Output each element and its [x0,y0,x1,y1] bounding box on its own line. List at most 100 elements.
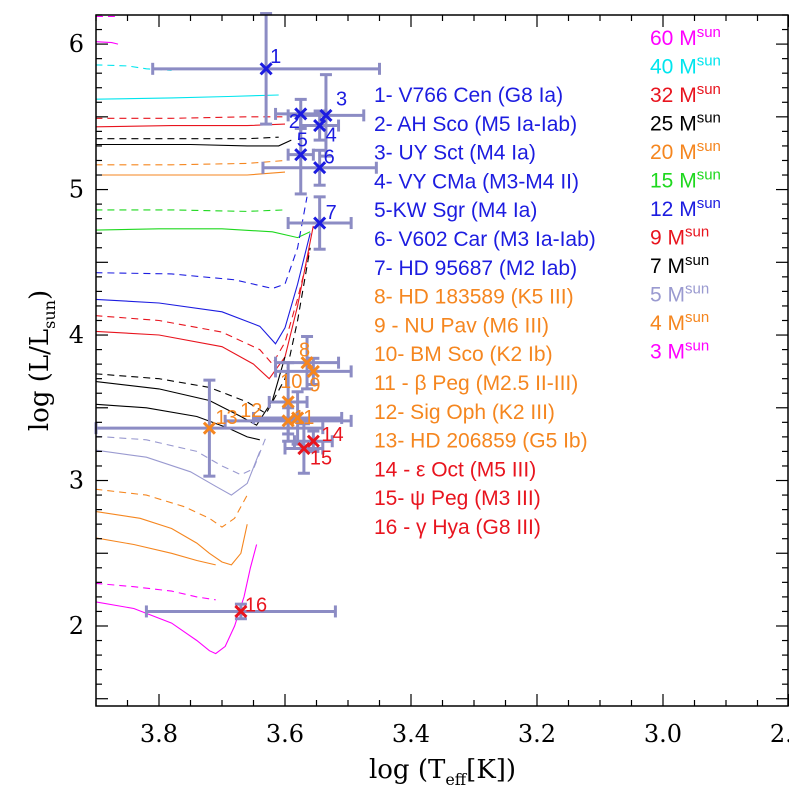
mass-legend-sub: sun [697,81,721,98]
marker-star-13 [202,421,216,435]
mass-legend-value: 4 M [650,312,685,335]
track-4msun [96,537,216,566]
marker-star-11 [291,411,305,425]
mass-legend-sub: sun [697,53,721,70]
point-label-star-12: 12 [240,400,262,422]
point-label-star-9: 9 [309,374,320,396]
x-tick-label: 3.8 [140,720,178,748]
point-label-star-5: 5 [297,130,308,152]
evolutionary-tracks [96,15,314,655]
track-5msun [96,449,261,496]
y-tick-label: 2 [69,612,84,640]
mass-legend-sub: sun [685,224,709,241]
track-4msun [96,510,248,566]
point-label-star-7: 7 [326,202,337,224]
mass-legend-value: 3 M [650,341,685,364]
mass-legend-value: 32 M [650,84,697,107]
marker-star-1 [259,62,273,76]
marker-star-8 [300,356,314,370]
mass-legend-item: 32 Msun [650,81,721,107]
mass-legend-value: 12 M [650,198,697,221]
marker-star-5 [294,148,308,162]
marker-star-10 [281,395,295,409]
marker-star-7 [313,216,327,230]
point-label-star-15: 15 [310,448,332,470]
point-label-star-3: 3 [336,88,347,110]
star-list-item-16: 16 - γ Hya (G8 III) [374,516,541,539]
star-list-item-4: 4- VY CMa (M3-M4 II) [374,170,579,193]
mass-legend-value: 40 M [650,56,697,79]
mass-legend-sub: sun [685,281,709,298]
mass-legend-item: 4 Msun [650,309,709,335]
x-axis-title: log (Teff[K]) [369,755,516,789]
mass-legend-item: 5 Msun [650,281,709,307]
marker-star-6 [313,161,327,175]
mass-legend-value: 60 M [650,27,697,50]
star-list-item-3: 3- UY Sct (M4 Ia) [374,142,536,165]
mass-legend-value: 9 M [650,227,685,250]
point-label-star-11: 11 [294,407,315,429]
star-list-item-9: 9 - NU Pav (M6 III) [374,314,549,337]
point-label-star-1: 1 [270,46,281,68]
star-list-item-10: 10- BM Sco (K2 Ib) [374,343,553,366]
mass-legend-item: 9 Msun [650,224,709,250]
star-list-item-6: 6- V602 Car (M3 Ia-Iab) [374,228,596,251]
track-40msun [96,94,279,100]
track-15msun [96,228,311,239]
x-tick-label: 3.6 [266,720,304,748]
point-label-star-8: 8 [299,340,310,362]
y-axis-title: log (L/Lsun) [25,290,59,431]
star-list-item-8: 8- HD 183589 (K5 III) [374,286,574,309]
marker-star-14 [306,434,320,448]
point-label-star-14: 14 [321,424,343,446]
marker-star-2 [294,107,308,121]
star-list-item-14: 14 - ε Oct (M5 III) [374,458,536,481]
x-tick-label: 2.8 [770,720,789,748]
x-tick-label: 3.4 [392,720,430,748]
mass-legend-sub: sun [685,309,709,326]
mass-legend-value: 15 M [650,170,697,193]
x-tick-label: 3.0 [644,720,682,748]
point-label-star-6: 6 [324,147,335,169]
mass-legend-item: 15 Msun [650,167,721,193]
track-20msun [96,171,286,176]
mass-legend-value: 5 M [650,284,685,307]
point-label-star-10: 10 [280,371,302,393]
star-list-legend: 1- V766 Cen (G8 Ia)2- AH Sco (M5 Ia-Iab)… [374,84,596,539]
track-25msun [96,139,292,147]
track-12msun-dashed [96,196,308,290]
track-32msun [96,123,286,128]
mass-legend-item: 12 Msun [650,195,721,221]
star-list-item-15: 15- ψ Peg (M3 III) [374,487,541,510]
mass-legend-sub: sun [697,138,721,155]
y-tick-label: 6 [69,30,84,58]
mass-legend-item: 25 Msun [650,110,721,136]
mass-legend-sub: sun [685,338,709,355]
mass-legend-item: 60 Msun [650,24,721,50]
point-label-star-4: 4 [326,125,337,147]
star-list-item-7: 7- HD 95687 (M2 Iab) [374,257,577,280]
track-32msun-dashed [96,116,285,119]
track-7msun [96,403,260,441]
track-5msun-dashed [96,435,267,476]
mass-legend-value: 25 M [650,113,697,136]
marker-star-4 [313,118,327,133]
star-list-item-2: 2- AH Sco (M5 Ia-Iab) [374,113,577,136]
point-label-star-2: 2 [289,111,300,133]
marker-star-12 [281,414,295,428]
x-axis-ticks: 3.8 3.6 3.4 3.2 3.0 2.8 [95,15,789,748]
x-tick-label: 3.2 [518,720,556,748]
star-markers [202,62,333,619]
track-12msun [96,233,311,345]
mass-legend-sub: sun [685,252,709,269]
star-list-item-5: 5-KW Sgr (M4 Ia) [374,199,537,222]
mass-legend-sub: sun [697,167,721,184]
star-list-item-12: 12- Sig Oph (K2 III) [374,401,555,424]
track-60msun [96,41,119,45]
y-tick-label: 3 [69,467,84,495]
mass-legend-sub: sun [697,110,721,127]
